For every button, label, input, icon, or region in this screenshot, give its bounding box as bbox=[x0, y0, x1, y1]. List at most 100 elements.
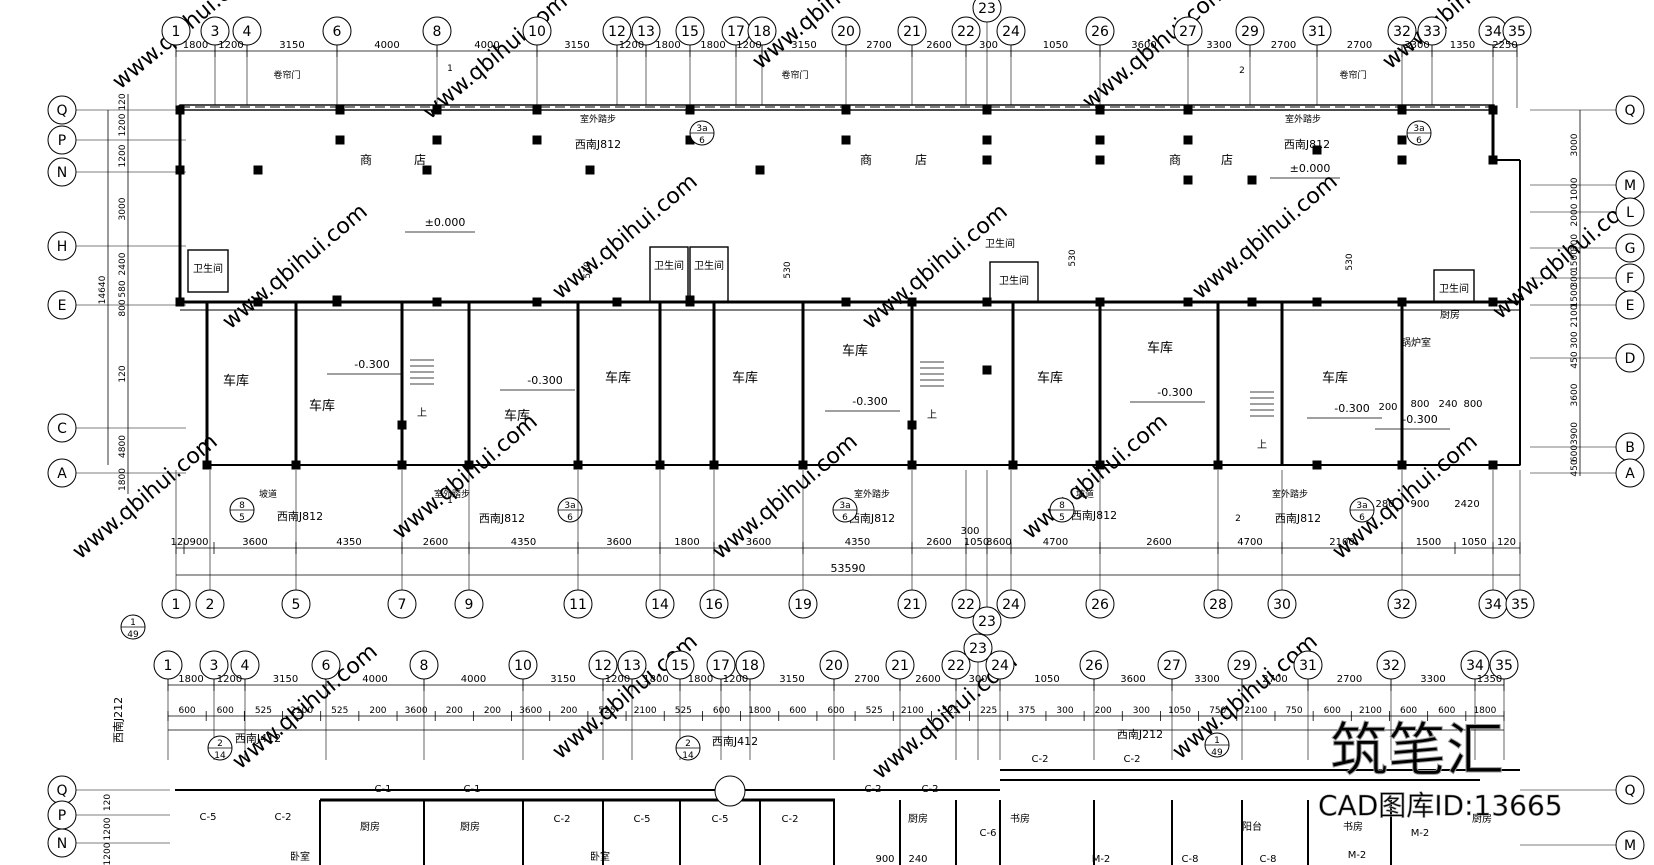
axis-bubble-21-label: 21 bbox=[891, 658, 909, 674]
left-dim-value: 120 bbox=[118, 93, 128, 110]
window-tag: C-2 bbox=[782, 814, 799, 825]
column bbox=[1312, 145, 1322, 155]
top-dim-value: 1800 bbox=[183, 40, 208, 51]
column bbox=[253, 165, 263, 175]
window-tag: C-5 bbox=[712, 814, 729, 825]
row-bubble-r-B-label: B bbox=[1625, 440, 1635, 456]
dim-label: 900 bbox=[1410, 499, 1429, 510]
shop-label: 店 bbox=[915, 153, 927, 167]
detail-index-den: 6 bbox=[567, 513, 573, 523]
top-dim-value: 3300 bbox=[1404, 40, 1429, 51]
column bbox=[982, 135, 992, 145]
detail-index-den: 6 bbox=[842, 513, 848, 523]
axis-bubble-21-label: 21 bbox=[903, 597, 921, 613]
dim-label: 2420 bbox=[1454, 499, 1479, 510]
top-dim-value: 2700 bbox=[866, 40, 891, 51]
shutter-label: 卷帘门 bbox=[781, 69, 808, 81]
column bbox=[982, 105, 992, 115]
lower-dim-value: 2700 bbox=[1337, 674, 1362, 685]
bottom-dim-value: 2600 bbox=[423, 537, 448, 548]
right-dim-value: 300 bbox=[1570, 270, 1580, 287]
room-label: 卧室 bbox=[590, 850, 610, 863]
top-dim-value: 1200 bbox=[619, 40, 644, 51]
standard-ref-label: 西南J812 bbox=[479, 512, 525, 525]
axis-bubble-20-label: 20 bbox=[837, 24, 855, 40]
lower-subdim-value: 525 bbox=[942, 706, 959, 716]
detail-index-num: 3a bbox=[1413, 124, 1424, 134]
dim-label: 240 bbox=[908, 854, 927, 865]
detail-index-num: 3a bbox=[1356, 501, 1367, 511]
axis-bubble-12-label: 12 bbox=[608, 24, 626, 40]
axis-bubble-33-label: 33 bbox=[1423, 24, 1441, 40]
top-dim-value: 4000 bbox=[374, 40, 399, 51]
lower-dim-value: 3300 bbox=[1420, 674, 1445, 685]
garage-label: 车库 bbox=[842, 343, 868, 359]
shop-label: 店 bbox=[414, 153, 426, 167]
elevation-label: -0.300 bbox=[1402, 413, 1437, 426]
axis-bubble-35-label: 35 bbox=[1511, 597, 1529, 613]
column bbox=[332, 297, 342, 307]
lower-dim-value: 1200 bbox=[217, 674, 242, 685]
standard-ref-label: 西南J812 bbox=[1071, 509, 1117, 522]
axis-bubble-10-label: 10 bbox=[514, 658, 532, 674]
row-bubble-H-label: H bbox=[57, 239, 68, 255]
top-dim-value: 1800 bbox=[655, 40, 680, 51]
top-dim-value: 3150 bbox=[279, 40, 304, 51]
door-tag: M-2 bbox=[1092, 854, 1111, 865]
axis-bubble-5-label: 5 bbox=[292, 597, 301, 613]
detail-index-num: 8 bbox=[239, 501, 245, 511]
detail-index-num: 2 bbox=[685, 739, 691, 749]
right-dim-value: 1500 bbox=[1570, 284, 1580, 307]
section-mark: 1 bbox=[447, 64, 453, 74]
column bbox=[1095, 155, 1105, 165]
axis-bubble-10-label: 10 bbox=[528, 24, 546, 40]
garage-label: 车库 bbox=[223, 373, 249, 389]
room-label: 厨房 bbox=[908, 812, 928, 825]
bottom-dim-value: 120 bbox=[170, 537, 189, 548]
lower-dim-value: 4000 bbox=[461, 674, 486, 685]
lower-dim-value: 3150 bbox=[779, 674, 804, 685]
axis-bubble-20-label: 20 bbox=[825, 658, 843, 674]
lower-subdim-value: 600 bbox=[1400, 706, 1417, 716]
top-dim-value: 3600 bbox=[1131, 40, 1156, 51]
lower-dim-value: 4000 bbox=[362, 674, 387, 685]
dim-label: 900 bbox=[875, 854, 894, 865]
right-dim-value: 3600 bbox=[1570, 383, 1580, 406]
top-dim-value: 2700 bbox=[1271, 40, 1296, 51]
elevation-label: -0.300 bbox=[527, 374, 562, 387]
shutter-label: 卷帘门 bbox=[1339, 69, 1366, 81]
standard-ref-label: 西南J812 bbox=[1275, 512, 1321, 525]
axis-bubble-1-label: 1 bbox=[172, 597, 181, 613]
row-bubble-r-F-label: F bbox=[1626, 271, 1634, 287]
axis-bubble-1-label: 1 bbox=[172, 24, 181, 40]
axis-bubble-31-label: 31 bbox=[1299, 658, 1317, 674]
lower-subdim-value: 200 bbox=[484, 706, 501, 716]
axis-bubble-22-label: 22 bbox=[957, 24, 975, 40]
axis-bubble-13-label: 13 bbox=[637, 24, 655, 40]
row-bubble-C-label: C bbox=[57, 421, 67, 437]
detail-index-den: 14 bbox=[682, 751, 694, 761]
elevation-label: ±0.000 bbox=[1290, 162, 1331, 175]
shop-label: 商 bbox=[860, 152, 872, 167]
left-dim-value: 120 bbox=[103, 794, 113, 811]
axis-bubble-15-label: 15 bbox=[671, 658, 689, 674]
right-dim-value: 450 bbox=[1570, 351, 1580, 368]
column bbox=[335, 105, 345, 115]
axis-bubble-30-label: 30 bbox=[1273, 597, 1291, 613]
lower-subdim-value: 750 bbox=[1209, 706, 1226, 716]
kitchen-label: 厨房 bbox=[1440, 308, 1460, 321]
dim-label: 530 bbox=[1345, 253, 1355, 270]
detail-index-num: 3a bbox=[839, 501, 850, 511]
right-dim-value: 2100 bbox=[1570, 304, 1580, 327]
axis-bubble-35-label: 35 bbox=[1495, 658, 1513, 674]
axis-bubble-24-label: 24 bbox=[1002, 24, 1020, 40]
detail-index-num: 1 bbox=[1214, 736, 1220, 746]
axis-bubble-23-label: 23 bbox=[978, 1, 996, 17]
top-dim-value: 4000 bbox=[474, 40, 499, 51]
axis-bubble-27-label: 27 bbox=[1179, 24, 1197, 40]
lower-subdim-value: 600 bbox=[789, 706, 806, 716]
lower-subdim-value: 600 bbox=[713, 706, 730, 716]
axis-bubble-32-label: 32 bbox=[1393, 24, 1411, 40]
right-dim-value: 300 bbox=[1570, 234, 1580, 251]
axis-bubble-13-label: 13 bbox=[623, 658, 641, 674]
